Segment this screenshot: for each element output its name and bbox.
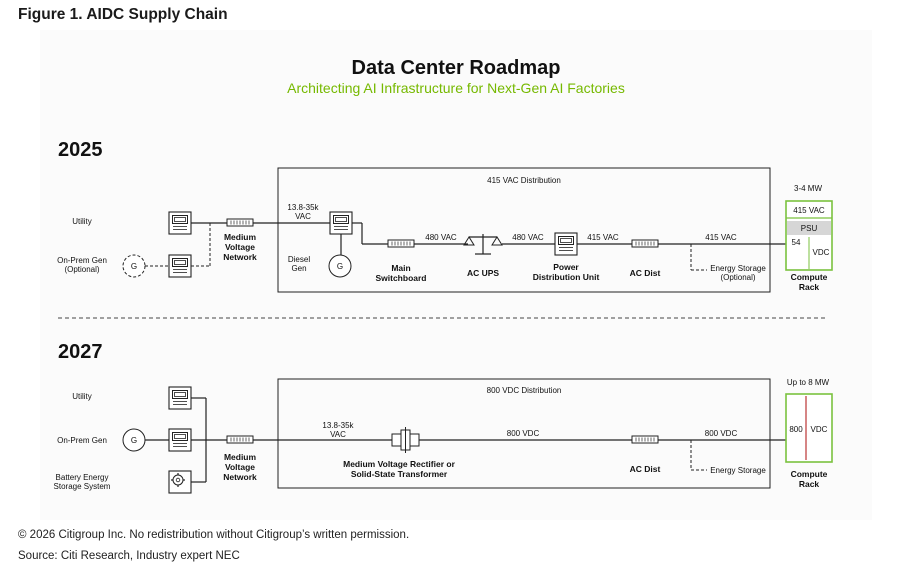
- mv-network-label-3: Network: [223, 252, 257, 262]
- rack-power-2025: 3-4 MW: [794, 184, 822, 193]
- optional-label: (Optional): [64, 265, 99, 274]
- gen-switchgear-icon-2027: [168, 428, 192, 452]
- diesel-generator-symbol: G: [337, 262, 343, 271]
- battery-storage-label-1: Battery Energy: [56, 473, 109, 482]
- source-note: Source: Citi Research, Industry expert N…: [18, 550, 240, 562]
- diesel-generator-icon: [328, 254, 352, 278]
- mv-network-label-2: Voltage: [225, 242, 255, 252]
- incoming-voltage-2: VAC: [295, 212, 311, 221]
- on-prem-gen-label-2027: On-Prem Gen: [57, 436, 107, 445]
- copyright-note: © 2026 Citigroup Inc. No redistribution …: [18, 529, 410, 541]
- roadmap-diagram: Data Center Roadmap Architecting AI Infr…: [40, 30, 872, 520]
- compute-rack-label-2027-1: Compute: [791, 469, 828, 479]
- battery-gear-icon: [168, 470, 192, 494]
- main-switchboard-icon: [387, 239, 415, 248]
- diesel-gen-label-2: Gen: [291, 264, 306, 273]
- mv-network-busbar-icon-2027: [226, 435, 254, 444]
- utility-switchgear-icon-2027: [168, 386, 192, 410]
- mv-network-2027-label-2: Voltage: [225, 462, 255, 472]
- year-2027-label: 2027: [58, 341, 103, 363]
- facility-box-2025: [277, 167, 771, 293]
- ac-dist-label-2027: AC Dist: [630, 464, 661, 474]
- main-switchboard-label-2: Switchboard: [375, 273, 426, 283]
- voltage-480-b: 480 VAC: [512, 233, 544, 242]
- pdu-icon: [554, 232, 578, 256]
- ac-ups-icon: [463, 234, 503, 255]
- energy-storage-label-1: Energy Storage: [710, 264, 766, 273]
- incoming-voltage-2027-1: 13.8-35k: [322, 421, 354, 430]
- voltage-800-b: 800 VDC: [705, 429, 738, 438]
- diagram-title: Data Center Roadmap: [352, 57, 561, 79]
- facility-box-2027: [277, 378, 771, 489]
- utility-switchgear-icon: [168, 211, 192, 235]
- energy-storage-label-2: (Optional): [720, 273, 755, 282]
- generator-symbol: G: [131, 262, 137, 271]
- ac-dist-label: AC Dist: [630, 268, 661, 278]
- generator-symbol-2027: G: [131, 436, 137, 445]
- compute-rack-label-2027-2: Rack: [799, 479, 820, 489]
- main-switchboard-label-1: Main: [391, 263, 410, 273]
- on-prem-gen-label: On-Prem Gen: [57, 256, 107, 265]
- mv-network-2027-label-3: Network: [223, 472, 257, 482]
- diesel-gen-label-1: Diesel: [288, 255, 310, 264]
- voltage-415-a: 415 VAC: [587, 233, 619, 242]
- mv-network-label-1: Medium: [224, 232, 257, 242]
- voltage-415-b: 415 VAC: [705, 233, 737, 242]
- gen-switchgear-icon: [168, 254, 192, 278]
- energy-storage-label-2027: Energy Storage: [710, 466, 766, 475]
- rectifier-label-2: Solid-State Transformer: [351, 469, 448, 479]
- distribution-label-2025: 415 VAC Distribution: [487, 176, 561, 185]
- diagram-subtitle: Architecting AI Infrastructure for Next-…: [287, 80, 625, 96]
- battery-storage-label-2: Storage System: [54, 482, 111, 491]
- mv-network-2027-label-1: Medium: [224, 452, 257, 462]
- psu-label: PSU: [801, 224, 818, 233]
- ac-ups-label: AC UPS: [467, 268, 499, 278]
- ac-dist-busbar-icon: [631, 239, 659, 248]
- rectifier-label-1: Medium Voltage Rectifier or: [343, 459, 455, 469]
- compute-rack-2027: [785, 393, 833, 463]
- rack-number-2027: 800: [789, 425, 803, 434]
- incoming-voltage-2027-2: VAC: [330, 430, 346, 439]
- rack-power-2027: Up to 8 MW: [787, 378, 830, 387]
- facility-switchgear-icon: [329, 211, 353, 235]
- incoming-voltage-1: 13.8-35k: [287, 203, 319, 212]
- rectifier-icon: [391, 427, 420, 453]
- rack-unit-2027: VDC: [811, 425, 828, 434]
- pdu-label-2: Distribution Unit: [533, 272, 600, 282]
- pdu-label-1: Power: [553, 262, 579, 272]
- voltage-800-a: 800 VDC: [507, 429, 540, 438]
- voltage-480-a: 480 VAC: [425, 233, 457, 242]
- mv-network-busbar-icon: [226, 218, 254, 227]
- rack-output-number-2025: 54: [792, 238, 801, 247]
- rack-input-voltage-2025: 415 VAC: [793, 206, 825, 215]
- year-2025-label: 2025: [58, 139, 103, 161]
- compute-rack-label-2025-2: Rack: [799, 282, 820, 292]
- rack-output-unit-2025: VDC: [813, 248, 830, 257]
- utility-label-2027: Utility: [72, 392, 92, 401]
- compute-rack-label-2025-1: Compute: [791, 272, 828, 282]
- utility-label: Utility: [72, 217, 92, 226]
- distribution-label-2027: 800 VDC Distribution: [487, 386, 562, 395]
- figure-title: Figure 1. AIDC Supply Chain: [18, 6, 228, 23]
- psu-block: [787, 221, 831, 235]
- ac-dist-busbar-icon-2027: [631, 435, 659, 444]
